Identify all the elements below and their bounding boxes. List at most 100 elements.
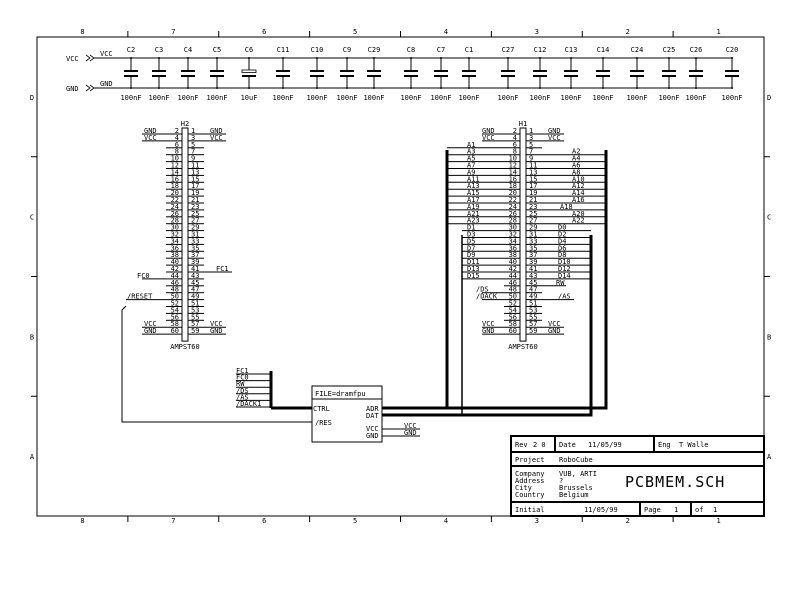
- pin-number: 20: [509, 189, 517, 197]
- pin-number: 30: [171, 224, 179, 232]
- capacitor-plate-icon: [434, 70, 448, 72]
- of-value: 1: [713, 506, 717, 514]
- capacitor-value: 100nF: [529, 94, 550, 102]
- junction-dot: [187, 57, 189, 59]
- zone-column-bottom: 8: [80, 517, 84, 525]
- pin-number: 29: [529, 224, 537, 232]
- zone-column-bottom: 2: [626, 517, 630, 525]
- zone-column-bottom: 4: [444, 517, 448, 525]
- pin-number: 27: [529, 217, 537, 225]
- pin-number: 28: [509, 217, 517, 225]
- pin-number: 2: [175, 127, 179, 135]
- pin-number: 50: [171, 293, 179, 301]
- capacitor-value: 100nF: [120, 94, 141, 102]
- capacitor-ref: C7: [437, 46, 445, 54]
- company-value: VUB, ARTI: [559, 470, 597, 478]
- address-bus: [382, 150, 608, 410]
- pin-net-label: GND: [210, 327, 223, 335]
- pin-number: 3: [191, 134, 195, 142]
- zone-column-bottom: 6: [262, 517, 266, 525]
- zone-column-bottom: 1: [716, 517, 720, 525]
- pin-number: 43: [191, 272, 199, 280]
- capacitor-value: 100nF: [497, 94, 518, 102]
- capacitor-ref: C26: [690, 46, 703, 54]
- junction-dot: [636, 57, 638, 59]
- pin-number: 37: [529, 251, 537, 259]
- junction-dot: [346, 87, 348, 89]
- pin-number: 17: [529, 182, 537, 190]
- connector-part: AMPST60: [508, 343, 538, 351]
- pin-net-label: A10: [572, 175, 585, 183]
- capacitor-plate-icon: [210, 70, 224, 72]
- capacitor-value: 100nF: [206, 94, 227, 102]
- capacitor-value: 100nF: [430, 94, 451, 102]
- junction-dot: [695, 57, 697, 59]
- capacitor-plate-icon: [310, 70, 324, 72]
- capacitor-plate-icon: [310, 75, 324, 77]
- pin-number: 41: [191, 265, 199, 273]
- ctrl-net-label: FC1: [236, 367, 249, 375]
- junction-dot: [410, 87, 412, 89]
- pin-number: 18: [171, 182, 179, 190]
- capacitor-value: 100nF: [272, 94, 293, 102]
- junction-dot: [216, 57, 218, 59]
- capacitor-value: 100nF: [685, 94, 706, 102]
- pin-number: 44: [509, 272, 517, 280]
- pin-number: 21: [191, 196, 199, 204]
- capacitor-c27: C27 100nF: [497, 46, 518, 102]
- pin-number: 30: [509, 224, 517, 232]
- pin-number: 33: [529, 237, 537, 245]
- zone-column-top: 6: [262, 28, 266, 36]
- pin-net-label: D15: [467, 272, 480, 280]
- junction-dot: [668, 87, 670, 89]
- capacitor-ref: C27: [502, 46, 515, 54]
- port-dat: DAT: [366, 412, 379, 420]
- zone-row-left: D: [30, 94, 34, 102]
- pin-net-label: A22: [572, 217, 585, 225]
- pin-number: 57: [191, 320, 199, 328]
- port-vcc: VCC: [366, 425, 379, 433]
- pin-number: 17: [191, 182, 199, 190]
- capacitor-plate-icon: [662, 75, 676, 77]
- pin-number: 7: [529, 148, 533, 156]
- pin-net-label: A11: [467, 175, 480, 183]
- pin-net-label: /DACK: [476, 293, 498, 301]
- page-value: 1: [674, 506, 678, 514]
- pin-net-label: A13: [467, 182, 480, 190]
- capacitor-ref: C9: [343, 46, 351, 54]
- capacitor-ref: C13: [565, 46, 578, 54]
- junction-dot: [636, 87, 638, 89]
- pin-number: 25: [529, 210, 537, 218]
- pin-number: 3: [529, 134, 533, 142]
- junction-dot: [346, 57, 348, 59]
- pin-number: 32: [171, 231, 179, 239]
- pin-number: 19: [191, 189, 199, 197]
- pin-net-label: D1: [467, 224, 475, 232]
- capacitor-plate-icon: [124, 70, 138, 72]
- country-value: Belgium: [559, 491, 589, 499]
- pin-net-label: D9: [467, 251, 475, 259]
- junction-dot: [316, 57, 318, 59]
- capacitor-value: 100nF: [306, 94, 327, 102]
- zone-row-left: A: [30, 453, 35, 461]
- junction-dot: [130, 87, 132, 89]
- junction-dot: [216, 87, 218, 89]
- pin-number: 59: [191, 327, 199, 335]
- ctrl-net-label: /DS: [236, 387, 249, 395]
- pin-number: 40: [171, 258, 179, 266]
- pin-number: 53: [191, 306, 199, 314]
- pin-net-label: /AS: [558, 293, 571, 301]
- pin-number: 21: [529, 196, 537, 204]
- pin-net-label: A3: [467, 148, 475, 156]
- capacitor-plate-icon: [462, 70, 476, 72]
- zone-column-top: 7: [171, 28, 175, 36]
- data-bus: [382, 235, 593, 417]
